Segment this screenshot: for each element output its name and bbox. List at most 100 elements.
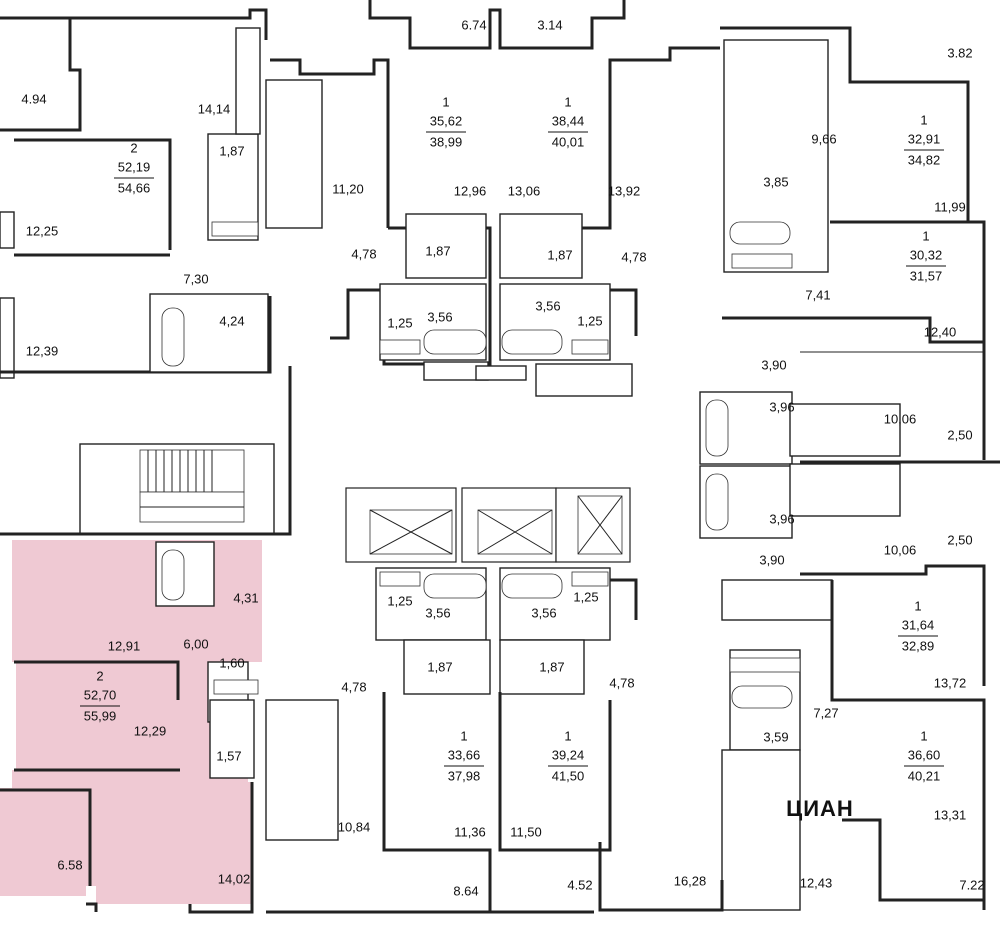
- room-area-label: 4,78: [341, 679, 366, 694]
- room-area-label: 3.14: [537, 17, 562, 32]
- room-area-label: 4.94: [21, 91, 46, 106]
- room-area-label: 3,56: [535, 298, 560, 313]
- room-area-label: 11,50: [510, 824, 542, 839]
- room-area-label: 12,96: [454, 183, 487, 198]
- room-area-label: 4,78: [621, 249, 646, 264]
- apartment-label[interactable]: 1 33,66 37,98: [444, 728, 484, 783]
- room-area-label: 12,39: [26, 343, 59, 358]
- room-area-label: 3,56: [425, 605, 450, 620]
- room-area-label: 3.82: [947, 45, 972, 60]
- apartment-total-area: 32,89: [902, 638, 935, 653]
- room-area-label: 9,66: [811, 131, 836, 146]
- apartment-room-count: 1: [460, 728, 467, 743]
- apartment-label[interactable]: 1 36,60 40,21: [904, 728, 944, 783]
- apartment-room-count: 1: [922, 228, 929, 243]
- apartment-total-area: 40,21: [908, 768, 941, 783]
- apartment-room-count: 1: [442, 94, 449, 109]
- room-area-label: 3,90: [761, 357, 786, 372]
- apartment-total-area: 41,50: [552, 768, 585, 783]
- watermark: ЦИАН: [786, 796, 854, 821]
- room-area-label: 12,91: [108, 638, 141, 653]
- room-area-label: 3,56: [427, 309, 452, 324]
- apartment-label[interactable]: 1 35,62 38,99: [426, 94, 466, 149]
- highlighted-apartment[interactable]: [0, 540, 262, 904]
- room-area-label: 1,25: [577, 313, 602, 328]
- room-area-label: 4,24: [219, 313, 244, 328]
- room-area-labels: 4.94 14,14 1,87 12,25 7,30 4,24 12,39 6.74 11,20…: [21, 17, 984, 898]
- staircase: [139, 449, 245, 523]
- apartment-total-area: 40,01: [552, 134, 585, 149]
- room-area-label: 6.74: [461, 17, 486, 32]
- room-area-label: 3,59: [763, 729, 788, 744]
- apartment-room-count: 1: [564, 94, 571, 109]
- room-area-label: 14,14: [198, 101, 231, 116]
- apartment-room-count: 1: [564, 728, 571, 743]
- apartment-living-area: 35,62: [430, 113, 463, 128]
- apartment-label[interactable]: 1 38,44 40,01: [548, 94, 588, 149]
- room-area-label: 1,87: [219, 143, 244, 158]
- room-area-label: 11,36: [454, 824, 486, 839]
- room-area-label: 1,87: [425, 243, 450, 258]
- room-area-label: 7,30: [183, 271, 208, 286]
- room-area-label: 1,87: [539, 659, 564, 674]
- apartment-living-area: 31,64: [902, 617, 935, 632]
- apartment-room-count: 2: [130, 140, 137, 155]
- apartment-total-area: 54,66: [118, 180, 151, 195]
- room-area-label: 4,31: [233, 590, 258, 605]
- bath-fixtures: [161, 221, 793, 709]
- apartment-living-area: 33,66: [448, 747, 481, 762]
- apartment-living-area: 38,44: [552, 113, 585, 128]
- apartment-label[interactable]: 2 52,19 54,66: [114, 140, 154, 195]
- room-area-label: 4,78: [609, 675, 634, 690]
- room-area-label: 7.22: [959, 877, 984, 892]
- room-area-label: 7,27: [813, 705, 838, 720]
- room-area-label: 12,25: [26, 223, 59, 238]
- room-area-label: 2,50: [947, 532, 972, 547]
- room-area-label: 1,87: [547, 247, 572, 262]
- room-area-label: 13,92: [608, 183, 641, 198]
- room-area-label: 11,20: [332, 181, 364, 196]
- room-area-label: 10,06: [884, 542, 917, 557]
- apartment-total-area: 38,99: [430, 134, 463, 149]
- apartment-total-area: 31,57: [910, 268, 943, 283]
- room-area-label: 4,78: [351, 246, 376, 261]
- room-area-label: 14,02: [218, 871, 251, 886]
- apartment-living-area: 36,60: [908, 747, 941, 762]
- room-area-label: 1,87: [427, 659, 452, 674]
- room-area-label: 3,96: [769, 399, 794, 414]
- lift-shafts: [369, 495, 623, 555]
- room-area-label: 7,41: [805, 287, 830, 302]
- room-area-label: 1,25: [573, 589, 598, 604]
- apartment-room-count: 2: [96, 668, 103, 683]
- room-area-label: 16,28: [674, 873, 707, 888]
- room-area-label: 11,99: [934, 199, 966, 214]
- apartment-living-area: 32,91: [908, 131, 941, 146]
- room-area-label: 1,57: [216, 748, 241, 763]
- room-area-label: 1,25: [387, 315, 412, 330]
- room-area-label: 1,25: [387, 593, 412, 608]
- room-area-label: 13,31: [934, 807, 967, 822]
- room-area-label: 13,06: [508, 183, 541, 198]
- room-area-label: 3,56: [531, 605, 556, 620]
- room-area-label: 3,85: [763, 174, 788, 189]
- apartment-room-count: 1: [920, 112, 927, 127]
- radiators: [211, 221, 801, 695]
- apartment-label[interactable]: 1 30,32 31,57: [906, 228, 946, 283]
- apartment-total-area: 55,99: [84, 708, 117, 723]
- room-area-label: 1,60: [219, 655, 244, 670]
- apartment-living-area: 30,32: [910, 247, 943, 262]
- room-area-label: 2,50: [947, 427, 972, 442]
- room-area-label: 4.52: [567, 877, 592, 892]
- room-area-label: 6.58: [57, 857, 82, 872]
- room-area-label: 3,96: [769, 511, 794, 526]
- apartment-living-area: 52,19: [118, 159, 151, 174]
- apartment-room-count: 1: [920, 728, 927, 743]
- apartment-total-area: 37,98: [448, 768, 481, 783]
- room-area-label: 12,43: [800, 875, 833, 890]
- room-area-label: 8.64: [453, 883, 478, 898]
